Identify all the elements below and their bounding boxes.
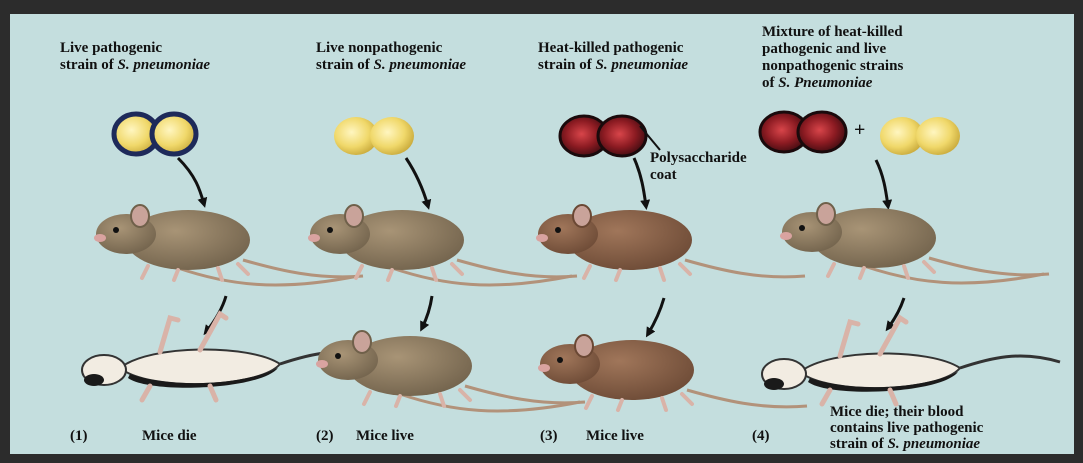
coat-label-line2: coat xyxy=(650,167,747,184)
panel-1-title-prefix: strain of xyxy=(60,57,118,73)
plus-sign: + xyxy=(854,122,865,139)
polysaccharide-coat-label: Polysaccharide coat xyxy=(650,150,747,184)
panel-4-number: (4) xyxy=(752,428,770,445)
panel-4-title-prefix: of xyxy=(762,75,778,91)
panel-4-title-line4: of S. Pneumoniae xyxy=(762,75,903,92)
panel-2-result: Mice live xyxy=(356,428,414,445)
panel-4-title-line1: Mixture of heat-killed xyxy=(762,24,903,41)
panel-4-result-line1: Mice die; their blood xyxy=(830,404,983,420)
panel-3-title-line1: Heat-killed pathogenic xyxy=(538,40,688,57)
panel-1-title: Live pathogenic strain of S. pneumoniae xyxy=(60,40,210,74)
panel-1-species: S. pneumoniae xyxy=(118,57,211,73)
panel-4-result-species: S. pneumoniae xyxy=(888,436,981,452)
panel-4-result-line2: contains live pathogenic xyxy=(830,420,983,436)
heat-killed-capsulated-bacteria xyxy=(760,112,846,152)
panel-4-species: S. Pneumoniae xyxy=(778,75,872,91)
panel-3-title-prefix: strain of xyxy=(538,57,596,73)
panel-4-result: Mice die; their blood contains live path… xyxy=(830,404,983,452)
panel-3-title-line2: strain of S. pneumoniae xyxy=(538,57,688,74)
panel-2-number: (2) xyxy=(316,428,334,445)
panel-2-title-line2: strain of S. pneumoniae xyxy=(316,57,466,74)
panel-1-result: Mice die xyxy=(142,428,197,445)
panel-4-title-line2: pathogenic and live xyxy=(762,41,903,58)
panel-2-species: S. pneumoniae xyxy=(374,57,467,73)
panel-3-title: Heat-killed pathogenic strain of S. pneu… xyxy=(538,40,688,74)
heat-killed-capsulated-bacteria xyxy=(560,116,646,156)
panel-1-title-line2: strain of S. pneumoniae xyxy=(60,57,210,74)
panel-3-result: Mice live xyxy=(586,428,644,445)
panel-4-result-prefix: strain of xyxy=(830,436,888,452)
panel-3-number: (3) xyxy=(540,428,558,445)
panel-4-result-line3: strain of S. pneumoniae xyxy=(830,436,983,452)
coat-label-line1: Polysaccharide xyxy=(650,150,747,167)
capsulated-bacteria-live xyxy=(114,114,196,154)
panel-4-title-line3: nonpathogenic strains xyxy=(762,58,903,75)
panel-4-title: Mixture of heat-killed pathogenic and li… xyxy=(762,24,903,92)
panel-2-title-line1: Live nonpathogenic xyxy=(316,40,466,57)
panel-3-species: S. pneumoniae xyxy=(596,57,689,73)
panel-2-title-prefix: strain of xyxy=(316,57,374,73)
panel-1-number: (1) xyxy=(70,428,88,445)
panel-1-title-line1: Live pathogenic xyxy=(60,40,210,57)
panel-2-title: Live nonpathogenic strain of S. pneumoni… xyxy=(316,40,466,74)
